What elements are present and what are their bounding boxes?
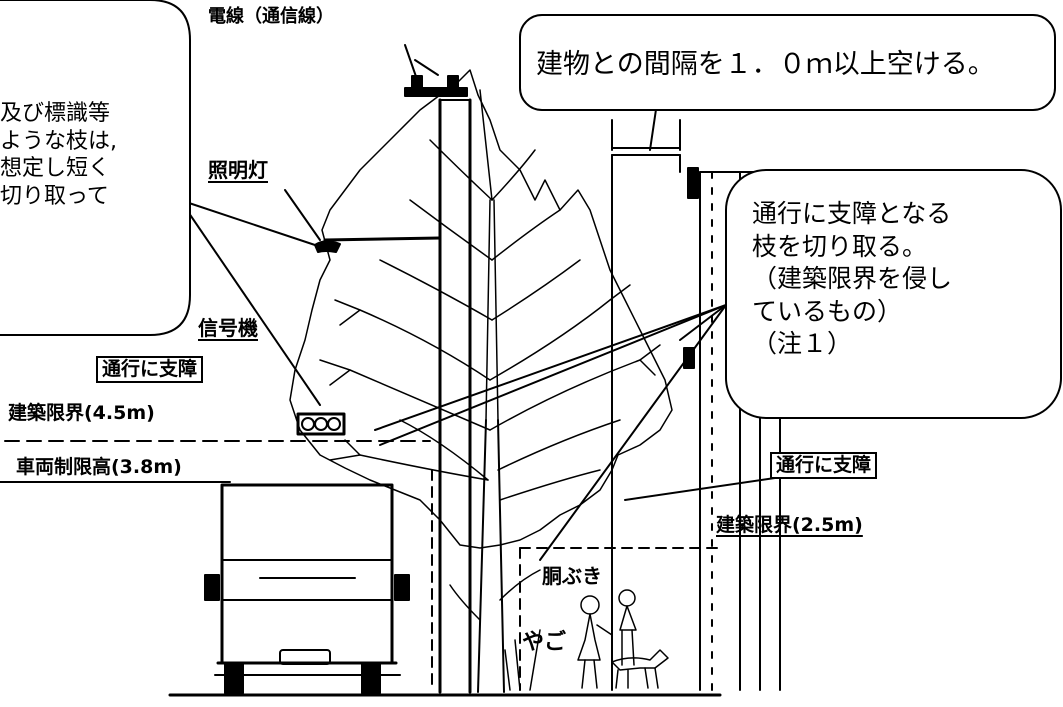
callout-left-line: 及び標識等 — [0, 101, 111, 126]
traffic-signal — [296, 412, 346, 436]
label-vehicle-height: 車両制限高(3.8m) — [16, 456, 182, 478]
callout-left-text: 及び標識等 ような枝は, 想定し短く 切り取って — [0, 100, 117, 210]
callout-left-line: 想定し短く — [0, 156, 111, 181]
label-clearance-4-5m: 建築限界(4.5m) — [8, 402, 155, 424]
trunk-sprouts — [449, 569, 541, 621]
callout-right-line: 通行に支障となる — [752, 199, 952, 228]
callout-left-bubble — [0, 0, 191, 336]
label-trunk-sprouts: 胴ぶき — [542, 564, 602, 588]
callout-right-text: 通行に支障となる 枝を切り取る。 （建築限界を侵し ているもの） （注１） — [752, 198, 952, 361]
pole-crossarm — [404, 44, 468, 97]
label-traffic-signal: 信号機 — [198, 316, 258, 340]
label-clearance-2-5m: 建築限界(2.5m) — [716, 514, 863, 536]
callout-right-line: （注１） — [752, 329, 853, 358]
label-power-line: 電線（通信線） — [208, 6, 334, 27]
utility-pole — [438, 98, 472, 694]
callout-right-line: 枝を切り取る。 — [752, 231, 928, 261]
tree-canopy-outline — [289, 69, 673, 549]
callout-left-line: 切り取って — [0, 183, 109, 209]
street-lamp — [314, 236, 442, 253]
leader-lines — [179, 95, 776, 561]
callout-top-text: 建物との間隔を１．０ｍ以上空ける。 — [536, 49, 995, 80]
tree-trunk — [477, 89, 505, 693]
callout-top-bubble — [519, 14, 1056, 111]
pedestrian-child — [618, 589, 637, 666]
label-obstruction-left: 通行に支障 — [96, 356, 204, 383]
callout-right-line: （建築限界を侵し — [752, 264, 953, 293]
label-street-light: 照明灯 — [208, 158, 268, 182]
dog — [611, 649, 669, 689]
callout-right-line: ているもの） — [752, 296, 903, 326]
pedestrian-adult — [577, 595, 613, 689]
building-gap-indicator — [611, 119, 681, 151]
tree-branches — [319, 139, 661, 501]
callout-right-bubble — [725, 169, 1062, 419]
label-obstruction-right: 通行に支障 — [770, 452, 878, 479]
callout-left-line: ような枝は, — [0, 128, 117, 154]
truck — [204, 483, 410, 694]
root-suckers — [504, 629, 541, 691]
label-root-suckers: やご — [522, 630, 567, 655]
